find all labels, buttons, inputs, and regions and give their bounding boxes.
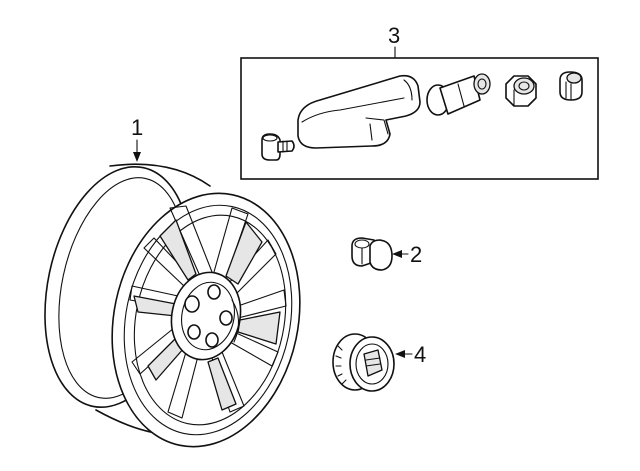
- tpms-kit-group: 3: [240, 23, 599, 180]
- wheel-hub: [170, 271, 242, 361]
- lug-nut: [351, 237, 393, 271]
- callout-1: 1: [131, 115, 143, 140]
- callout-3: 3: [388, 23, 400, 48]
- callout-4-arrow: [395, 350, 405, 358]
- callout-2: 2: [410, 242, 422, 267]
- valve-nut: [505, 75, 537, 107]
- callout-4: 4: [414, 342, 426, 367]
- lug-hole: [205, 332, 219, 348]
- tpms-kit-box: [240, 57, 599, 180]
- callout-1-arrow: [133, 152, 141, 162]
- callout-2-arrow: [392, 250, 402, 258]
- cap-emblem-icon: [363, 349, 383, 377]
- valve-stem: [426, 73, 491, 116]
- tpms-sensor: [297, 74, 421, 149]
- tpms-screw: [261, 133, 295, 161]
- lug-hole: [219, 310, 233, 326]
- center-cap-group: 4: [332, 333, 426, 392]
- valve-cap: [559, 71, 583, 101]
- lug-nut-group: 2: [351, 237, 422, 271]
- lug-hole: [184, 295, 200, 313]
- center-cap: [332, 333, 395, 392]
- wheel-group: 1: [44, 115, 301, 448]
- lug-hole: [207, 284, 221, 300]
- lug-hole: [187, 324, 201, 340]
